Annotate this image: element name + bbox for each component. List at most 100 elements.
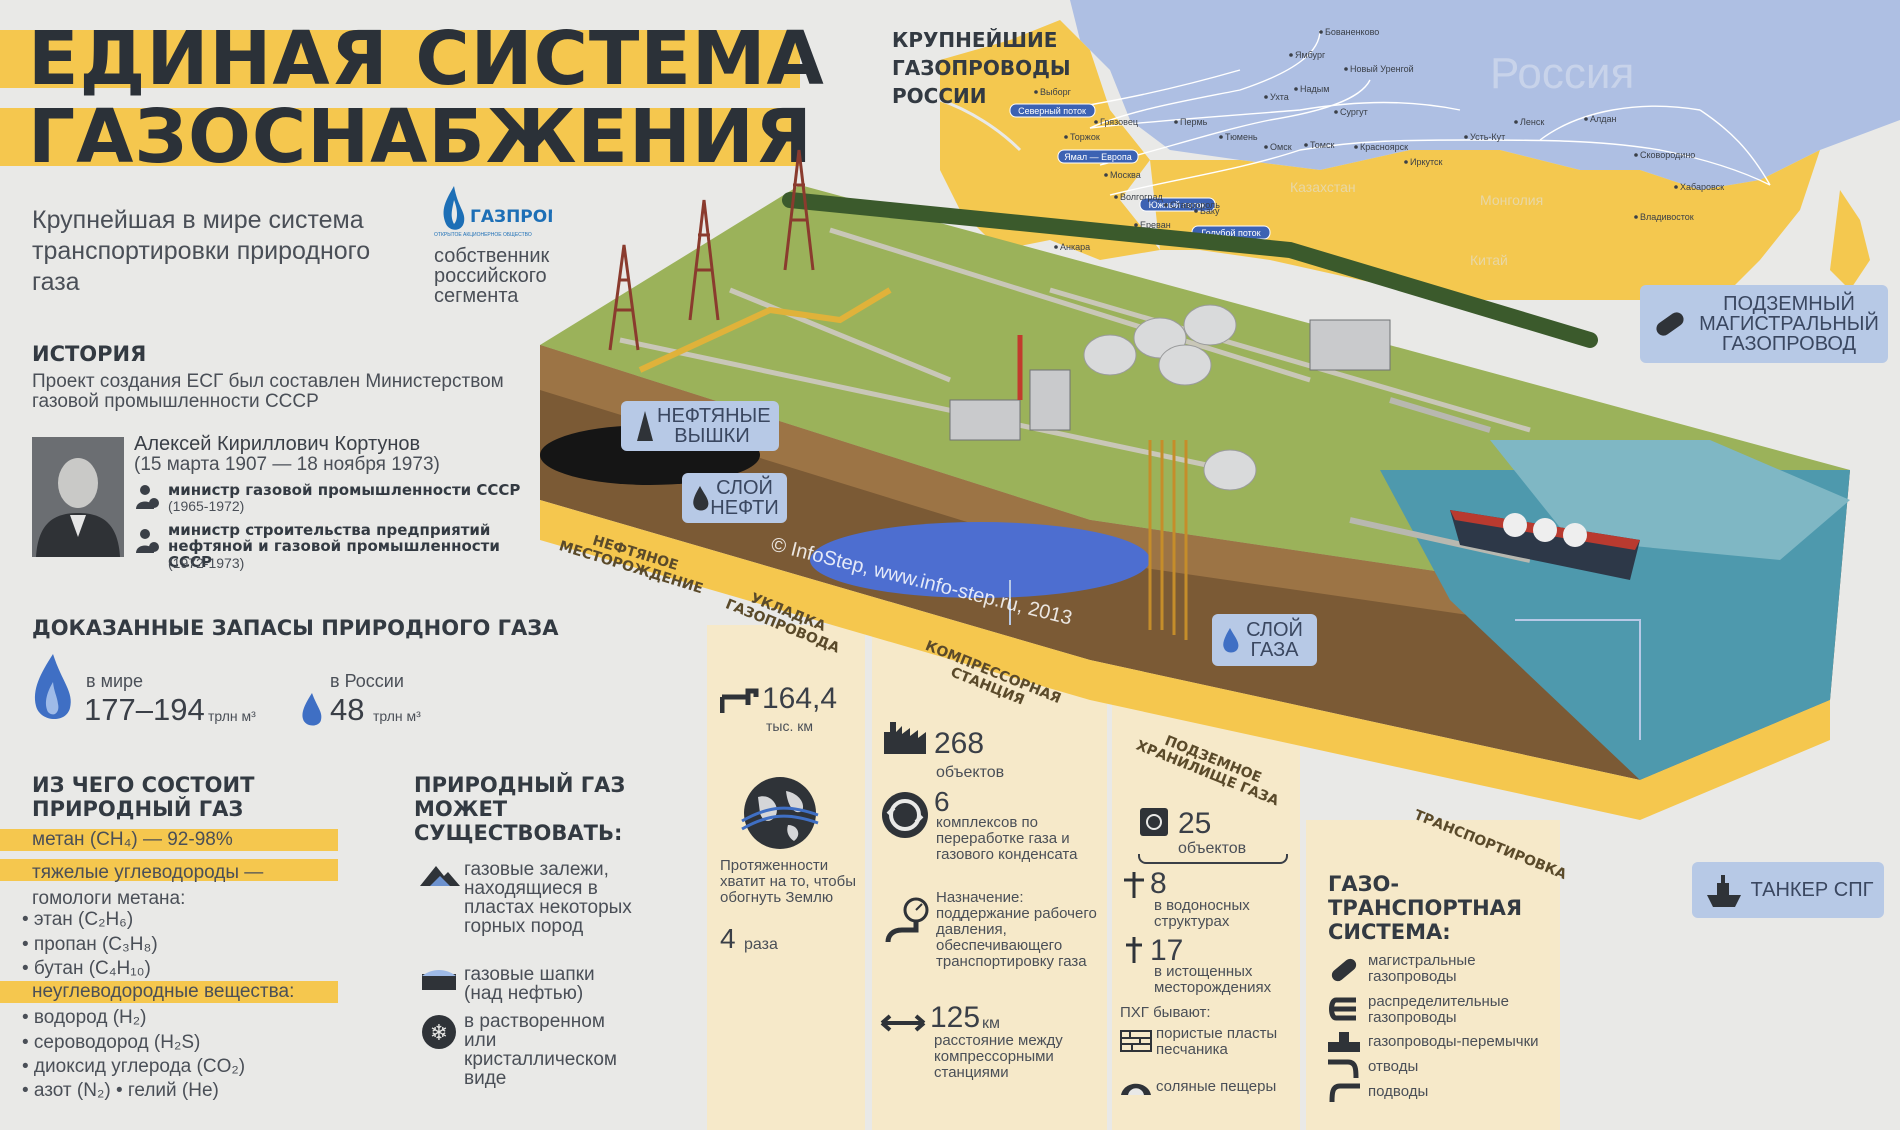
- well-icon-1: [1122, 870, 1146, 905]
- map-city-dot: [1319, 30, 1323, 34]
- energy-block-diagram: © InfoStep, www.info-step.ru, 2013: [530, 140, 1860, 940]
- history-text: Проект создания ЕСГ был составлен Минист…: [32, 371, 504, 412]
- map-city-dot: [1219, 135, 1223, 139]
- storage-depleted-text: в истощенных месторождениях: [1154, 963, 1272, 996]
- heavy-text: тяжелые углеводороды — гомологи метана:: [32, 862, 264, 909]
- flame-icon-small: [300, 692, 324, 733]
- map-city-label: Волгоград: [1120, 192, 1163, 202]
- storage-type2: соляные пещеры: [1156, 1078, 1277, 1095]
- earth-times: 4: [720, 923, 736, 954]
- compressor-distance-unit: км: [982, 1015, 1000, 1032]
- map-city-label: Хабаровск: [1680, 182, 1724, 192]
- gazprom-logo-text: ГАЗПРОМ: [470, 207, 552, 227]
- jumper-pipe-icon: [1326, 1030, 1362, 1059]
- storage-bracket: [1138, 854, 1288, 864]
- column-compressor-bg: [872, 625, 1107, 1130]
- safe-icon: [1138, 806, 1170, 843]
- gazprom-flame-icon: ГАЗПРОМ ОТКРЫТОЕ АКЦИОНЕРНОЕ ОБЩЕСТВО: [434, 186, 564, 238]
- composition-header-2: ПРИРОДНЫЙ ГАЗ: [32, 797, 244, 821]
- pipeline-yamal-europe-label: Ямал — Европа: [1064, 152, 1132, 162]
- storage-aquifer: 8: [1150, 867, 1167, 900]
- compressor-complexes-text: комплексов по переработке газа и газовог…: [936, 814, 1078, 863]
- heavy-item-butane: • бутан (C₄H₁₀): [22, 958, 151, 979]
- gauge-icon: [882, 896, 932, 951]
- nonhc-item-co2: • диоксид углерода (CO₂): [22, 1056, 246, 1077]
- title-line-1: ЕДИНАЯ СИСТЕМА: [28, 16, 825, 102]
- map-japan-shape: [1830, 190, 1870, 290]
- nonhc-item-n2-he: • азот (N₂) • гелий (He): [22, 1080, 219, 1101]
- salt-cave-icon: [1120, 1076, 1152, 1101]
- gas-flame-icon: [1222, 628, 1238, 653]
- title-band-2: [0, 108, 800, 166]
- map-city-label: Красноярск: [1360, 142, 1408, 152]
- map-city-dot: [1294, 87, 1298, 91]
- gazprom-logo-small: ОТКРЫТОЕ АКЦИОНЕРНОЕ ОБЩЕСТВО: [434, 232, 532, 238]
- map-city-label: Усть-Кут: [1470, 132, 1505, 142]
- distribution-pipe-icon: [1326, 994, 1362, 1029]
- snowflake-icon: ❄: [420, 1013, 458, 1056]
- map-kazakhstan-label: Казахстан: [1290, 179, 1356, 195]
- heavy-band: [0, 859, 338, 881]
- nonhc-text: неуглеводородные вещества:: [32, 981, 295, 1002]
- oil-layer-label: СЛОЙ НЕФТИ: [710, 477, 779, 519]
- methane-band: [0, 829, 338, 851]
- role1-years: (1965-1972): [168, 498, 245, 514]
- map-city-dot: [1464, 135, 1468, 139]
- gas-layer-card: СЛОЙ ГАЗА: [1212, 614, 1317, 666]
- storage-tanks: [1083, 304, 1257, 491]
- reserves-russia-value: 48: [330, 692, 365, 727]
- oil-drop-icon: [692, 486, 708, 511]
- exists-item1: газовые залежи, находящиеся в пластах не…: [464, 859, 632, 937]
- svg-text:❄: ❄: [430, 1021, 448, 1046]
- composition-header-1: ИЗ ЧЕГО СОСТОИТ: [32, 773, 255, 797]
- pipeline-severny-potok-label: Северный поток: [1018, 106, 1086, 116]
- map-city-dot: [1634, 215, 1638, 219]
- pier: [1349, 397, 1531, 563]
- reserves-world-label: в мире: [86, 671, 144, 691]
- map-city-label: Тюмень: [1225, 132, 1258, 142]
- compressor-distance-text: расстояние между компрессорными станциям…: [934, 1032, 1063, 1081]
- nonhc-band: [0, 981, 338, 1003]
- map-city-label: Анкара: [1060, 242, 1090, 252]
- compressor-objects: 268: [934, 727, 985, 760]
- gazprom-logo: ГАЗПРОМ ОТКРЫТОЕ АКЦИОНЕРНОЕ ОБЩЕСТВО: [432, 180, 564, 245]
- map-city-dot: [1034, 90, 1038, 94]
- reserves-world-value: 177–194: [84, 692, 205, 727]
- double-arrow-icon: [880, 1012, 926, 1039]
- role2-years: (1972-1973): [168, 555, 245, 571]
- subtitle: Крупнейшая в мире система транспортировк…: [32, 206, 371, 296]
- map-city-label: Сковородино: [1640, 150, 1695, 160]
- pipe-icon: [1656, 312, 1684, 336]
- map-mongolia-label: Монголия: [1480, 192, 1543, 208]
- bottom-label-band: [540, 500, 1830, 820]
- map-city-dot: [1304, 143, 1308, 147]
- column-laying-bg: [707, 625, 865, 1130]
- person-portrait-icon: [32, 437, 124, 557]
- history-header: ИСТОРИЯ: [32, 342, 147, 366]
- well-icon-2: [1122, 935, 1146, 970]
- map-city-label: Иркутск: [1410, 157, 1443, 167]
- ship-icon: [1706, 875, 1741, 907]
- map-city-label: Ереван: [1140, 220, 1171, 230]
- map-city-dot: [1134, 223, 1138, 227]
- map-russia-shape: [1070, 0, 1900, 190]
- gas-layer-shape: [810, 522, 1150, 598]
- map-city-dot: [1354, 145, 1358, 149]
- methane-text: метан (CH₄) — 92-98%: [32, 829, 233, 850]
- reserves-russia-unit: трлн м³: [373, 708, 421, 724]
- branch-pipe-icon: [1326, 1056, 1362, 1085]
- map-city-label: Бованенково: [1325, 27, 1379, 37]
- storage-objects: 25: [1178, 807, 1212, 840]
- role2: министр строительства предприятий нефтян…: [168, 521, 500, 571]
- transport-item-branch: отводы: [1368, 1058, 1419, 1075]
- surface-pipeline: [638, 287, 892, 373]
- transport-item-trunk: магистральные газопроводы: [1368, 952, 1476, 985]
- pipeline-yamal-europe: [1057, 149, 1139, 164]
- minister-icon-1: [134, 483, 160, 509]
- map-city-dot: [1514, 120, 1518, 124]
- map-city-dot: [1634, 153, 1638, 157]
- map-city-dot: [1114, 195, 1118, 199]
- map-city-dot: [1174, 120, 1178, 124]
- map-city-label: Москва: [1110, 170, 1141, 180]
- map-city-dot: [1054, 245, 1058, 249]
